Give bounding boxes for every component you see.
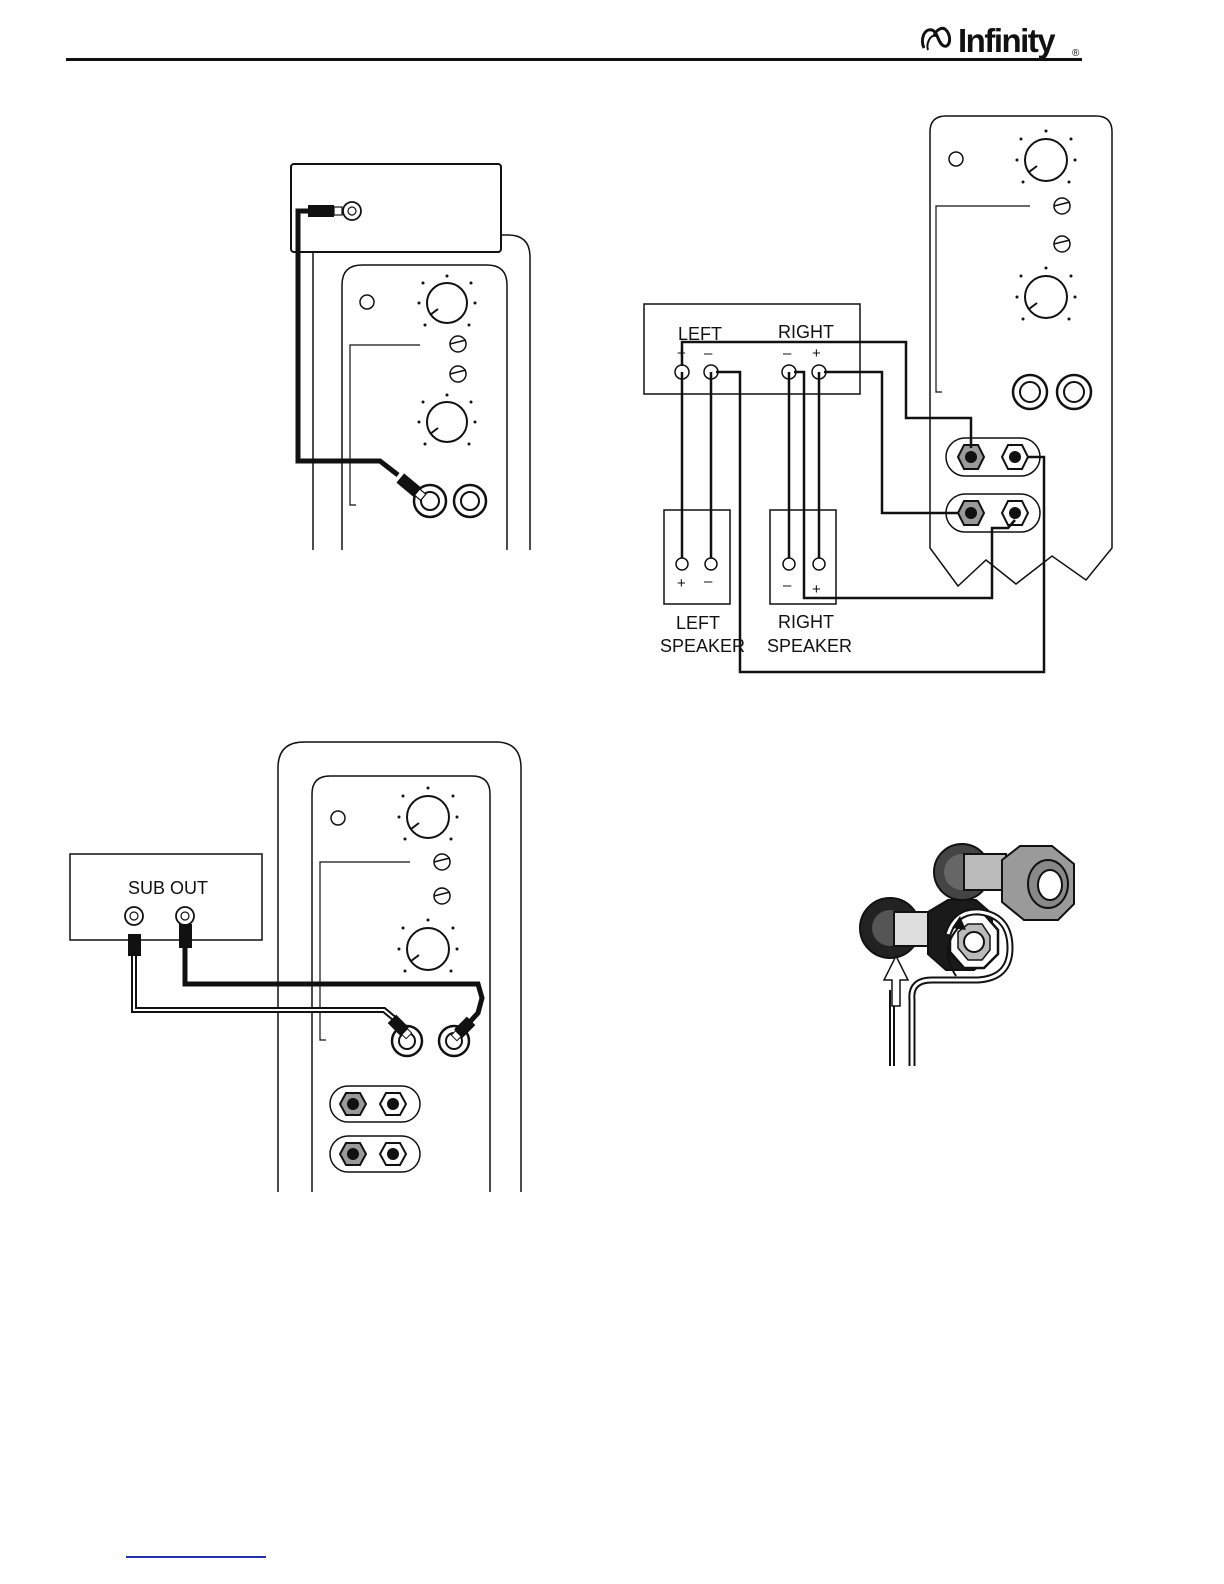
mode-switch-icon [450, 366, 466, 382]
right-speaker-minus-label: – [783, 577, 792, 594]
infinity-logo-mark: Infinity ® [918, 18, 1082, 60]
left-speaker-box [664, 510, 730, 604]
phase-switch-icon [450, 336, 466, 352]
header-rule [66, 58, 1082, 61]
infinity-logo: Infinity ® [918, 18, 1082, 60]
left-speaker-plus-terminal [676, 558, 688, 570]
phase-switch-icon [1054, 198, 1070, 214]
power-led-icon [360, 295, 374, 309]
right-speaker-plus-terminal [813, 558, 825, 570]
input-bracket [320, 862, 410, 1040]
mode-switch-icon [434, 888, 450, 904]
rca-plug-icon [308, 205, 334, 217]
power-led-icon [949, 152, 963, 166]
level-knob-icon [398, 787, 459, 841]
right-speaker-minus-terminal [783, 558, 795, 570]
left-speaker-minus-label: – [704, 573, 713, 590]
phase-switch-icon [434, 854, 450, 870]
left-speaker-caption-line2: SPEAKER [660, 636, 745, 656]
right-channel-label: RIGHT [778, 322, 834, 342]
mode-switch-icon [1054, 236, 1070, 252]
right-speaker-caption-line2: SPEAKER [767, 636, 852, 656]
left-speaker-plus-label: + [677, 575, 686, 592]
figure-line-connection [280, 155, 550, 550]
sub-out-label: SUB OUT [128, 878, 208, 898]
right-speaker-plus-label: + [812, 581, 821, 598]
figure-speaker-connection: LEFT RIGHT + – – + + – LEFT SPEAKER – + … [640, 108, 1130, 682]
left-speaker-caption-line1: LEFT [676, 613, 720, 633]
level-knob-icon [418, 275, 477, 327]
subwoofer-cabinet [278, 742, 521, 1192]
crossover-knob-icon [418, 394, 477, 446]
rca-plug-icon [128, 934, 141, 956]
left-speaker-minus-terminal [705, 558, 717, 570]
figure-binding-post-closeup [852, 830, 1084, 1066]
right-speaker-caption-line1: RIGHT [778, 612, 834, 632]
crossover-knob-icon [398, 919, 459, 973]
brand-name: Infinity [958, 22, 1056, 59]
footer-link-underline [126, 1556, 266, 1558]
power-led-icon [331, 811, 345, 825]
figure-sub-out-connection: SUB OUT [66, 738, 526, 1192]
right-minus-label: – [783, 345, 792, 362]
line-input-jack-right [1057, 375, 1091, 409]
line-input-jack-left [1013, 375, 1047, 409]
rca-plug-icon [179, 924, 192, 948]
right-plus-label: + [812, 345, 821, 362]
left-minus-label: – [704, 345, 713, 362]
insert-arrow-icon [884, 956, 908, 1006]
line-input-jack-right [454, 485, 486, 517]
